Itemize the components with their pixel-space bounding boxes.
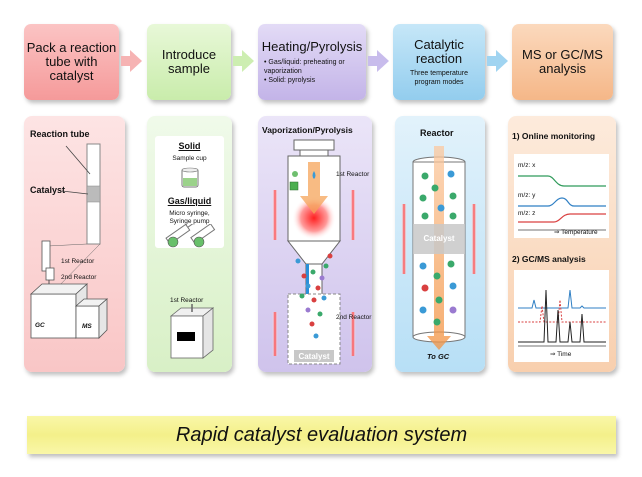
- panel-reactor: Reactor: [395, 116, 485, 372]
- gas-title: Gas/liquid: [167, 196, 212, 206]
- arrow-2-icon: [242, 50, 254, 72]
- time-axis-label: ⇒ Time: [550, 351, 572, 358]
- reactor-catalyst-label: Catalyst: [423, 234, 455, 243]
- ms-label: MS: [82, 323, 92, 330]
- step-pack-title: Pack a reaction tube with catalyst: [26, 40, 117, 83]
- panel-analysis: 1) Online monitoring m/z: x m/z: y m/z: …: [508, 116, 616, 372]
- reactor-diagram: [401, 146, 477, 350]
- gas-sub-2: Syringe pump: [169, 218, 210, 225]
- step-heating-title: Heating/Pyrolysis: [261, 38, 363, 54]
- step-catalytic-box: Catalytic reaction Three temperature pro…: [393, 24, 485, 100]
- pack-reactor2-label: 2nd Reactor: [61, 274, 97, 281]
- gas-sub-1: Micro syringe,: [169, 210, 210, 217]
- pyrolysis-title: Vaporization/Pyrolysis: [262, 125, 353, 135]
- panel-pyrolysis: Vaporization/Pyrolysis: [258, 116, 372, 372]
- arrow-4-icon: [496, 50, 508, 72]
- syringe-icons: [165, 224, 216, 248]
- step-heating-box: Heating/Pyrolysis • Gas/liquid: preheati…: [258, 24, 366, 100]
- step-heating-item-2: • Solid: pyrolysis: [264, 76, 316, 84]
- step-analysis-box: MS or GC/MS analysis: [512, 24, 613, 100]
- step-heating-item-1: • Gas/liquid: preheating or vaporization: [264, 58, 345, 75]
- arrow-3-shaft: [368, 56, 377, 66]
- introduce-reactor1-label: 1st Reactor: [170, 297, 204, 304]
- reactor-title: Reactor: [420, 128, 454, 138]
- solid-title: Solid: [178, 141, 201, 151]
- step-catalytic-subtitle: Three temperature program modes: [410, 69, 468, 86]
- pyrolysis-diagram: [272, 139, 356, 365]
- online-monitoring-chart: [518, 175, 606, 231]
- pack-diagram: [29, 143, 109, 339]
- step-analysis-title: MS or GC/MS analysis: [522, 47, 603, 76]
- online-chart-box: [514, 154, 609, 238]
- panel-pack: Reaction tube Catalyst 1st Reactor 2nd R…: [24, 116, 125, 372]
- step-introduce-title: Introduce sample: [161, 47, 217, 76]
- mz-x-label: m/z: x: [518, 162, 536, 169]
- arrow-3-icon: [377, 50, 389, 72]
- pyrolysis-reactor1-label: 1st Reactor: [336, 171, 370, 178]
- temperature-axis-label: ⇒ Temperature: [554, 229, 598, 236]
- arrow-4-shaft: [487, 56, 496, 66]
- pack-reactor1-label: 1st Reactor: [61, 258, 95, 265]
- arrow-1-icon: [130, 50, 142, 72]
- footer-banner: Rapid catalyst evaluation system: [27, 416, 616, 454]
- panel-introduce: Solid Sample cup Gas/liquid Micro syring…: [147, 116, 232, 372]
- online-title: 1) Online monitoring: [512, 131, 596, 141]
- arrow-1-shaft: [121, 56, 131, 66]
- reaction-tube-label: Reaction tube: [30, 129, 90, 139]
- pyrolysis-reactor2-label: 2nd Reactor: [336, 314, 372, 321]
- to-gc-label: To GC: [427, 352, 450, 361]
- footer-title: Rapid catalyst evaluation system: [175, 423, 468, 446]
- arrow-2-shaft: [233, 56, 242, 66]
- solid-subtitle: Sample cup: [172, 155, 207, 162]
- introduce-reactor-box: [169, 304, 215, 359]
- mz-y-label: m/z: y: [518, 192, 536, 199]
- mz-z-label: m/z: z: [518, 210, 536, 217]
- sample-cup-icon: [181, 167, 199, 188]
- gcms-title: 2) GC/MS analysis: [512, 254, 586, 264]
- gcms-chart: [518, 289, 606, 347]
- step-pack-box: Pack a reaction tube with catalyst: [24, 24, 119, 100]
- catalyst-label: Catalyst: [30, 185, 66, 195]
- pyrolysis-catalyst-label: Catalyst: [298, 352, 330, 361]
- step-heating-items: • Gas/liquid: preheating or vaporization…: [258, 58, 366, 85]
- step-introduce-box: Introduce sample: [147, 24, 231, 100]
- step-catalytic-title: Catalytic reaction: [414, 36, 464, 66]
- gc-label: GC: [35, 322, 45, 329]
